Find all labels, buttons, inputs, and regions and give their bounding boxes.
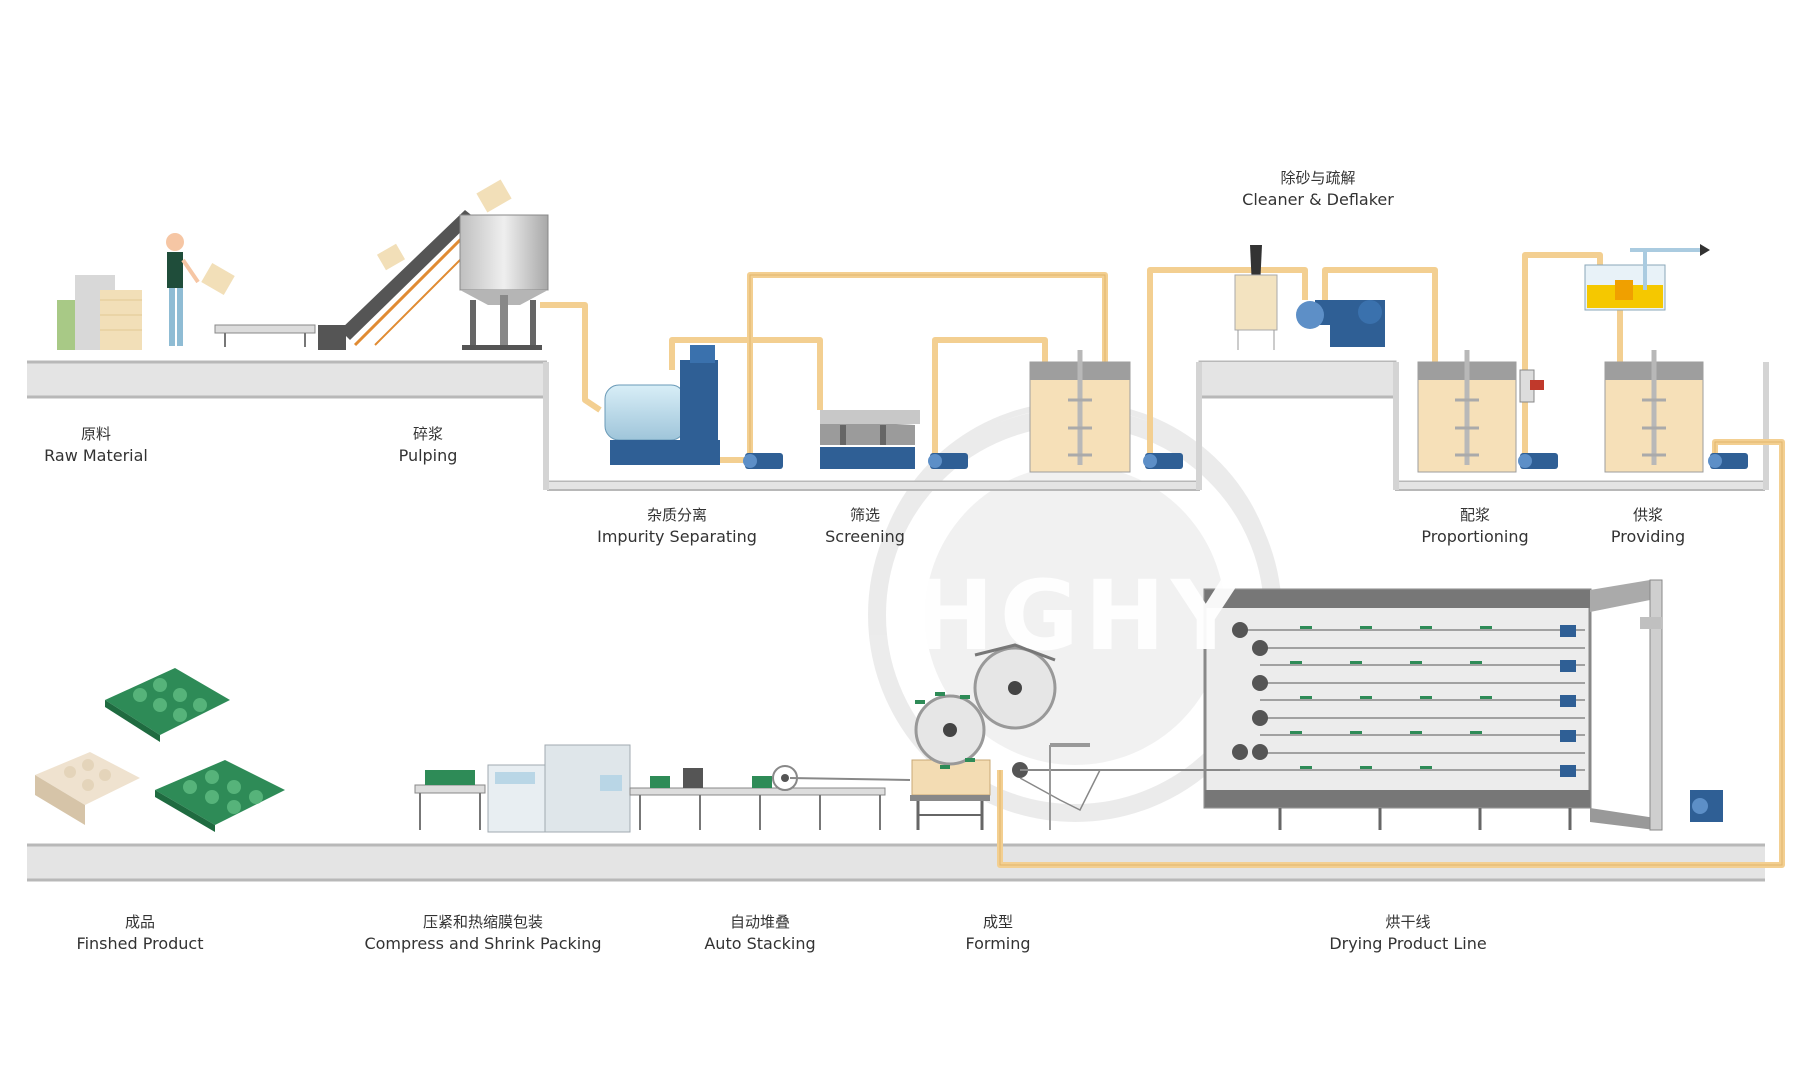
label-pulping: 碎浆 Pulping (399, 424, 458, 466)
label-providing-en: Providing (1610, 527, 1686, 546)
screening-machine (820, 410, 920, 469)
pump-5 (1708, 453, 1748, 469)
label-stacking-en: Auto Stacking (704, 934, 816, 953)
label-pulping-zh: 碎浆 (412, 425, 444, 443)
label-packing-en: Compress and Shrink Packing (364, 934, 602, 953)
pump-2 (928, 453, 968, 469)
raw-material-stacks (57, 275, 142, 350)
label-forming-zh: 成型 (982, 913, 1014, 931)
label-proportioning-en: Proportioning (1421, 527, 1529, 546)
label-finished-en: Finshed Product (76, 934, 204, 953)
label-cleaner-en: Cleaner & Deflaker (1242, 190, 1394, 209)
label-auto-stacking: 自动堆叠 Auto Stacking (704, 912, 815, 954)
finished-product-trays (35, 668, 285, 832)
proportioning-tank (1417, 350, 1517, 473)
label-packing: 压紧和热缩膜包装 Compress and Shrink Packing (364, 912, 601, 954)
pump-1 (743, 453, 783, 469)
label-finished-product: 成品 Finshed Product (77, 912, 204, 954)
label-stacking-zh: 自动堆叠 (729, 913, 790, 931)
stacking-conveyor (629, 765, 911, 830)
label-impurity-separating: 杂质分离 Impurity Separating (597, 505, 757, 547)
label-finished-zh: 成品 (124, 913, 155, 931)
deflaker-machine (1296, 300, 1385, 347)
label-pulping-en: Pulping (398, 446, 458, 465)
label-screening: 筛选 Screening (825, 505, 905, 547)
pump-3 (1143, 453, 1183, 469)
label-cleaner-zh: 除砂与疏解 (1280, 169, 1356, 187)
label-screening-zh: 筛选 (849, 506, 880, 524)
packing-machine (414, 744, 631, 833)
label-forming-en: Forming (965, 934, 1031, 953)
label-providing-zh: 供浆 (1632, 506, 1664, 524)
label-drying-zh: 烘干线 (1385, 913, 1431, 931)
impurity-separator-machine (604, 345, 720, 465)
label-raw-material-zh: 原料 (80, 425, 111, 443)
label-proportioning: 配浆 Proportioning (1421, 505, 1528, 547)
forming-machine (910, 643, 1057, 830)
cleaner-cone (1234, 245, 1278, 350)
pulper-tank (459, 214, 549, 350)
label-providing: 供浆 Providing (1611, 505, 1685, 547)
drying-line (1012, 579, 1723, 831)
dosing-tank (1584, 244, 1710, 311)
label-impurity-en: Impurity Separating (597, 527, 757, 546)
pipe-outline (749, 274, 1783, 866)
label-proportioning-zh: 配浆 (1459, 506, 1491, 524)
providing-tank (1604, 350, 1704, 473)
label-drying-en: Drying Product Line (1329, 934, 1487, 953)
label-impurity-zh: 杂质分离 (646, 506, 707, 524)
label-forming: 成型 Forming (965, 912, 1030, 954)
label-screening-en: Screening (825, 527, 905, 546)
worker-figure (166, 233, 235, 346)
label-cleaner-deflaker: 除砂与疏解 Cleaner & Deflaker (1242, 168, 1394, 210)
storage-tank-1 (1029, 350, 1131, 473)
feed-conveyor (214, 179, 512, 350)
label-raw-material: 原料 Raw Material (44, 424, 148, 466)
watermark-text: HGHY (913, 560, 1247, 672)
pump-4 (1518, 453, 1558, 469)
label-packing-zh: 压紧和热缩膜包装 (422, 913, 544, 931)
label-raw-material-en: Raw Material (44, 446, 148, 465)
flow-meter (1519, 369, 1544, 403)
upper-floor (27, 360, 1769, 491)
label-drying: 烘干线 Drying Product Line (1329, 912, 1486, 954)
